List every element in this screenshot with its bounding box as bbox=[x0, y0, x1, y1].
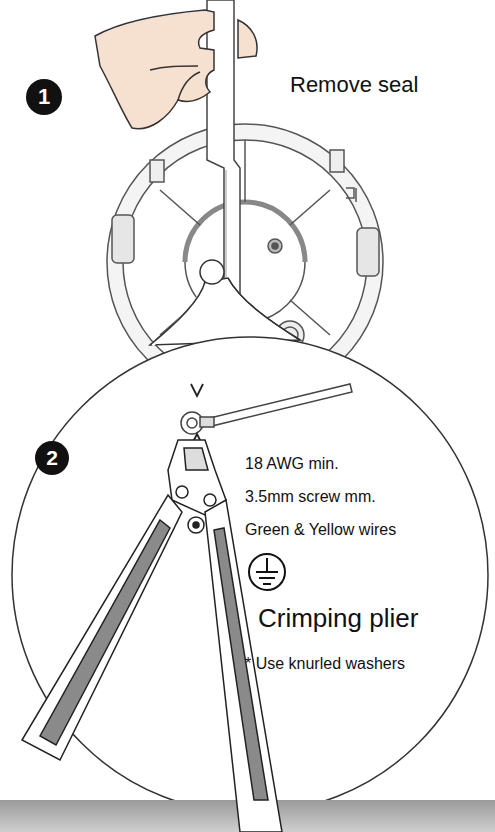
hand-part bbox=[95, 10, 214, 129]
camera-base-part bbox=[185, 202, 305, 262]
callout-text: 2 bbox=[46, 446, 58, 470]
camera-base-part bbox=[244, 140, 246, 202]
zoom-circle bbox=[12, 260, 488, 813]
ground-symbol-part bbox=[263, 583, 271, 585]
crimping-plier-part bbox=[184, 448, 208, 470]
zoom-circle-part bbox=[12, 337, 488, 813]
ground-symbol-part bbox=[249, 554, 285, 590]
crimping-plier-part bbox=[188, 517, 204, 533]
camera-base-part bbox=[160, 190, 200, 225]
hand-part bbox=[178, 72, 200, 100]
camera-base-part bbox=[330, 150, 344, 172]
zoom-circle-part bbox=[200, 260, 224, 284]
ground-symbol-part bbox=[259, 577, 275, 579]
ring-terminal-part bbox=[200, 417, 214, 427]
ring-terminal-part bbox=[210, 384, 352, 426]
camera-base-part bbox=[150, 160, 164, 182]
crimping-plier-part bbox=[176, 486, 188, 498]
crimping-plier bbox=[22, 440, 282, 832]
crimping-plier-part bbox=[204, 494, 216, 506]
hand-part bbox=[150, 66, 198, 70]
hand bbox=[95, 10, 257, 129]
spec-note: 18 AWG min. bbox=[245, 455, 339, 473]
camera-base-part bbox=[290, 190, 330, 225]
spec-note: Green & Yellow wires bbox=[245, 521, 396, 539]
crimp-arrows bbox=[191, 384, 203, 446]
camera-base-part bbox=[272, 243, 278, 249]
ring-terminal-part bbox=[187, 418, 197, 428]
step-title: Remove seal bbox=[290, 72, 418, 97]
camera-base-part bbox=[346, 188, 356, 202]
zoom-circle-part bbox=[150, 278, 300, 345]
zoom-circle-part bbox=[228, 278, 300, 340]
ground-symbol-part bbox=[266, 558, 268, 572]
ground-symbol-part bbox=[256, 571, 278, 573]
callout-text: 1 bbox=[38, 84, 50, 110]
crimp-arrows-part bbox=[191, 384, 203, 396]
crimping-plier-part bbox=[168, 440, 226, 515]
camera-base-part bbox=[112, 215, 134, 263]
ground-symbol bbox=[249, 554, 285, 590]
spec-note: 3.5mm screw mm. bbox=[245, 488, 376, 506]
zoom-circle-part bbox=[150, 282, 205, 345]
footnote: * Use knurled washers bbox=[245, 655, 405, 673]
camera-base-part bbox=[357, 228, 379, 276]
ring-terminal bbox=[181, 384, 352, 434]
crimping-plier-part bbox=[193, 522, 199, 528]
crimping-plier-part bbox=[40, 520, 170, 745]
callout-number: 1 bbox=[26, 79, 62, 115]
tool-name: Crimping plier bbox=[258, 604, 418, 634]
camera-base-part bbox=[268, 239, 282, 253]
callout-number: 2 bbox=[35, 441, 69, 475]
hand-part bbox=[238, 20, 257, 58]
crimping-plier-part bbox=[22, 495, 182, 760]
